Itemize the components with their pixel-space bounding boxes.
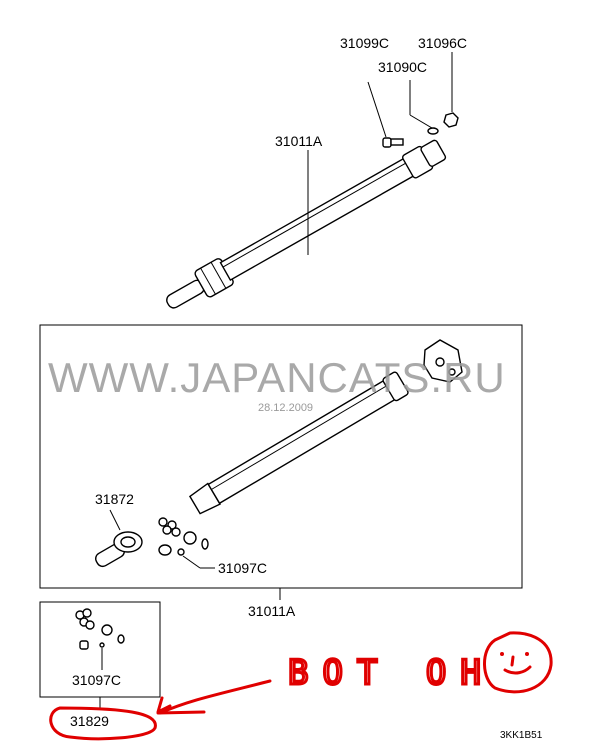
assembly-box — [39, 324, 523, 589]
flange-yoke-31872-icon — [95, 531, 143, 568]
flange-yoke-icon — [423, 339, 463, 383]
propeller-shaft-lower[interactable] — [188, 371, 409, 516]
watermark: WWW.JAPANCATS.RU — [48, 354, 506, 401]
nut-icon — [443, 112, 459, 128]
label-shaft-top: 31011A — [275, 133, 323, 149]
handwritten-annotation: ВОТ ОН — [49, 631, 553, 741]
propeller-shaft-top[interactable] — [161, 136, 449, 317]
date-stamp: 28.12.2009 — [258, 402, 313, 414]
kit-parts-icon — [75, 608, 125, 650]
label-bolt: 31099C — [340, 35, 389, 51]
label-nut: 31096C — [418, 35, 467, 51]
smiley-eye-icon — [525, 652, 529, 656]
diagram-code: 3KK1B51 — [500, 730, 543, 741]
bolt-icon — [382, 137, 404, 148]
label-joint-kit-box: 31097C — [72, 672, 121, 688]
label-shaft-assembly: 31011A — [248, 603, 296, 619]
label-joint-kit-main: 31097C — [218, 560, 267, 576]
washer-icon — [427, 127, 439, 135]
universal-joint-icon — [158, 517, 209, 556]
label-kit-part[interactable]: 31829 — [70, 713, 109, 729]
label-flange-yoke: 31872 — [95, 491, 134, 507]
label-washer: 31090C — [378, 59, 427, 75]
handwritten-note: ВОТ ОН — [288, 653, 495, 693]
smiley-eye-icon — [500, 652, 504, 656]
